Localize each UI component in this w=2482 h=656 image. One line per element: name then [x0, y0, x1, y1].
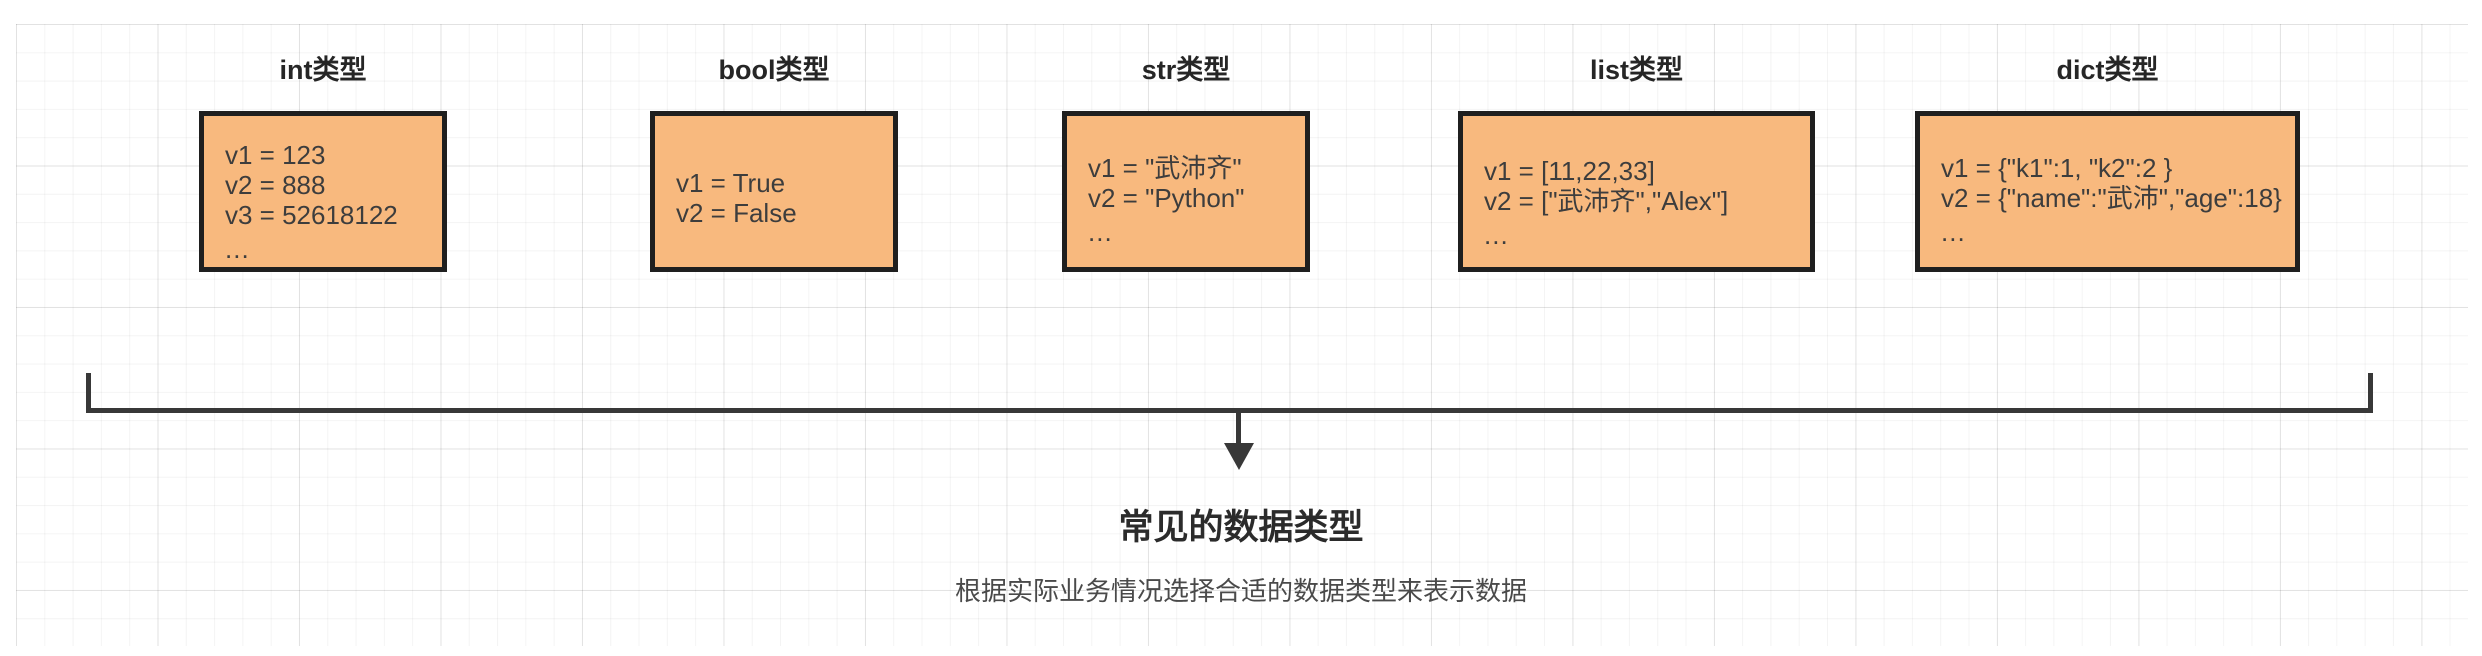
- type-title-dict: dict类型: [2056, 55, 2159, 85]
- type-title-list: list类型: [1589, 55, 1683, 85]
- type-box-list: v1 = [11,22,33] v2 = ["武沛齐","Alex"] ...: [1458, 111, 1815, 272]
- down-arrow-icon: [1224, 443, 1254, 470]
- code-line: v1 = {"k1":1, "k2":2 }: [1941, 153, 2173, 183]
- type-title-str: str类型: [1141, 55, 1231, 85]
- code-line: v1 = 123: [225, 140, 326, 170]
- code-line: v1 = True: [676, 168, 786, 198]
- ellipsis-line: ...: [1941, 217, 1966, 247]
- type-box-dict: v1 = {"k1":1, "k2":2 } v2 = {"name":"武沛"…: [1915, 111, 2300, 272]
- code-line: v2 = "Python": [1088, 183, 1245, 213]
- code-line: v2 = {"name":"武沛","age":18}: [1941, 183, 2282, 213]
- ellipsis-line: ...: [1484, 220, 1509, 250]
- summary-title: 常见的数据类型: [1118, 508, 1364, 547]
- code-line: v2 = ["武沛齐","Alex"]: [1484, 186, 1729, 216]
- type-box-str: v1 = "武沛齐" v2 = "Python" ...: [1062, 111, 1310, 272]
- type-title-int: int类型: [279, 55, 367, 85]
- grouping-bracket: [86, 373, 2373, 413]
- ellipsis-line: ...: [225, 234, 250, 264]
- down-arrow-stem: [1236, 411, 1241, 445]
- type-box-int: v1 = 123 v2 = 888 v3 = 52618122 ...: [199, 111, 447, 272]
- code-line: v1 = "武沛齐": [1088, 153, 1242, 183]
- type-box-bool: v1 = True v2 = False: [650, 111, 898, 272]
- ellipsis-line: ...: [1088, 217, 1113, 247]
- code-line: v2 = 888: [225, 170, 326, 200]
- code-line: v2 = False: [676, 198, 797, 228]
- code-line: v1 = [11,22,33]: [1484, 156, 1655, 186]
- code-line: v3 = 52618122: [225, 200, 398, 230]
- type-title-bool: bool类型: [718, 55, 830, 85]
- summary-subtitle: 根据实际业务情况选择合适的数据类型来表示数据: [954, 576, 1527, 606]
